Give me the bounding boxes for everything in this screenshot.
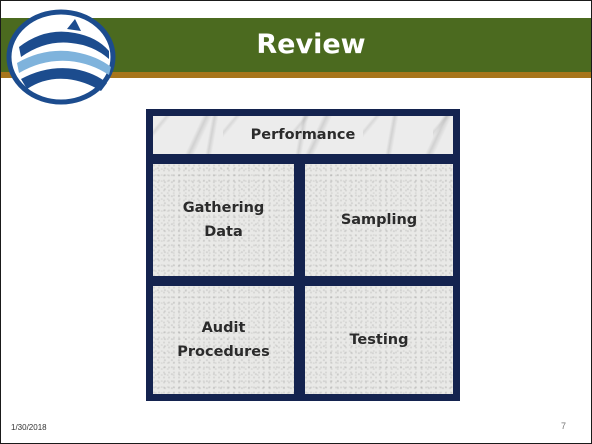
title-underline	[1, 72, 591, 78]
footer-date: 1/30/2018	[11, 423, 47, 432]
grid-cell-gathering-data: Gathering Data	[153, 164, 294, 276]
review-grid: Performance Gathering Data Sampling Audi…	[146, 109, 460, 401]
grid-cell-sampling: Sampling	[305, 164, 453, 276]
page-number: 7	[561, 421, 567, 431]
grid-cell-label: Procedures	[177, 344, 270, 360]
grid-cell-testing: Testing	[305, 286, 453, 394]
grid-header-performance: Performance	[153, 116, 453, 154]
grid-cell-label: Testing	[349, 332, 409, 348]
wave-flag-logo-icon	[6, 9, 116, 105]
grid-cell-label: Audit	[201, 320, 246, 336]
slide-title: Review	[256, 29, 366, 60]
grid-cell-label: Gathering	[182, 200, 265, 216]
grid-cell-label: Data	[204, 224, 243, 240]
grid-cell-label: Sampling	[340, 212, 418, 228]
grid-header-label: Performance	[250, 127, 356, 143]
grid-cell-audit-procedures: Audit Procedures	[153, 286, 294, 394]
